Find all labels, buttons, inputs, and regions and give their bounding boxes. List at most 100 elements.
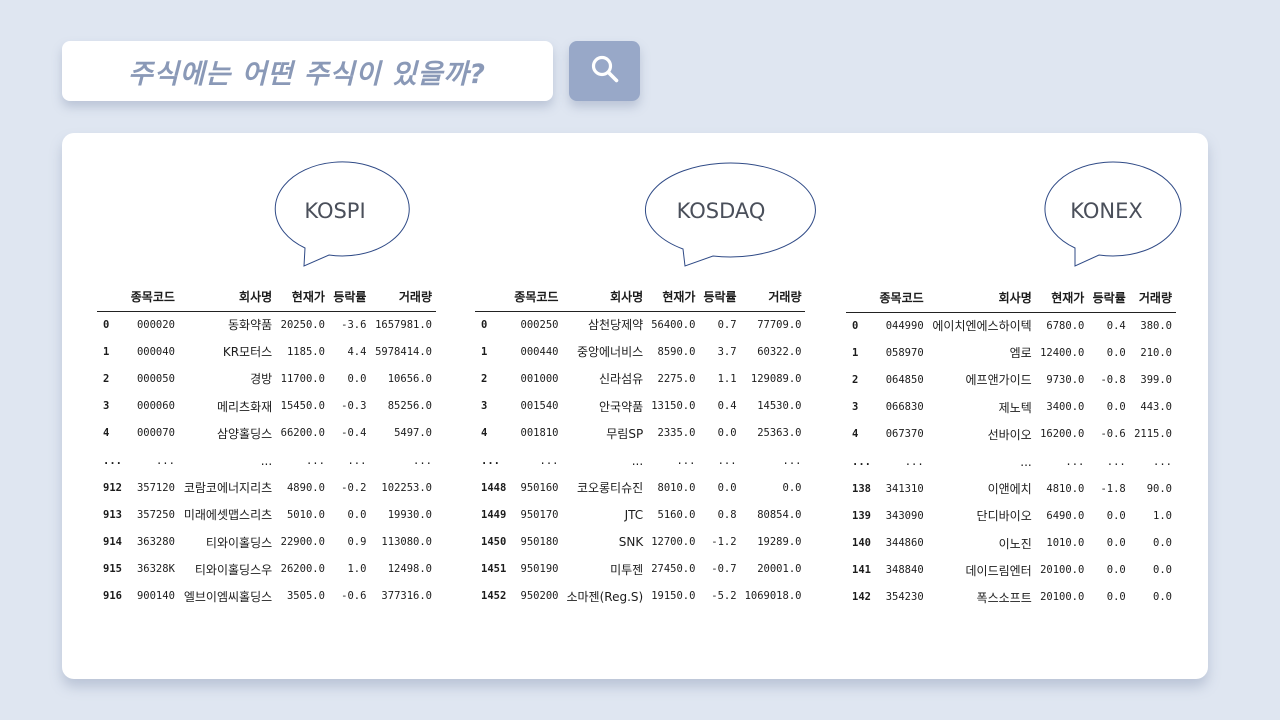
column-header: 현재가 [1035, 284, 1089, 313]
table-cell: 2335.0 [657, 427, 696, 440]
table-cell: 067370 [885, 428, 924, 441]
table-cell: 0.0 [717, 427, 737, 440]
row-index: 0 [103, 318, 110, 331]
table-cell: 6780.0 [1046, 319, 1085, 332]
column-header: 회사명 [927, 284, 1036, 313]
table-row: .................. [846, 448, 1176, 475]
table-cell: 1.0 [1153, 509, 1172, 522]
table-cell: 066830 [885, 401, 924, 414]
row-index: ... [103, 454, 122, 467]
speech-bubble-kospi: KOSPI [267, 161, 410, 267]
table-cell: 14530.0 [757, 400, 802, 413]
table-cell: 363280 [136, 536, 175, 549]
company-name-cell: 티와이홀딩스 [205, 535, 273, 550]
table-cell: 129089.0 [750, 372, 802, 385]
market-label-konex: KONEX [1070, 199, 1143, 223]
market-label-kospi: KOSPI [304, 199, 366, 223]
column-header: 종목코드 [510, 283, 563, 312]
row-index: 1451 [481, 563, 507, 576]
company-name-cell: 중앙에너비스 [576, 345, 644, 360]
table-cell: 000250 [520, 318, 559, 331]
table-cell: -0.4 [341, 427, 367, 440]
table-cell: 80854.0 [757, 508, 802, 521]
table-cell: 1069018.0 [744, 590, 802, 603]
table-cell: -0.7 [711, 563, 737, 576]
table-cell: 9730.0 [1046, 373, 1085, 386]
speech-bubble-konex: KONEX [1037, 161, 1182, 267]
table-cell: 950190 [520, 563, 559, 576]
table-cell: 380.0 [1140, 319, 1172, 332]
table-cell: 0.9 [347, 536, 367, 549]
table-cell: 19289.0 [757, 536, 802, 549]
table-cell: ... [1065, 455, 1085, 468]
table-cell: 36328K [136, 563, 175, 576]
table-cell: -0.8 [1100, 373, 1126, 386]
table-cell: -0.2 [341, 481, 367, 494]
column-header: 거래량 [370, 283, 436, 312]
table-cell: ... [904, 455, 924, 468]
row-index: 0 [852, 319, 859, 332]
table-cell: 0.0 [1106, 401, 1126, 414]
table-cell: 10656.0 [387, 372, 432, 385]
company-name-cell: 이노진 [998, 536, 1032, 551]
column-header: 현재가 [647, 283, 700, 312]
row-index: 142 [852, 591, 871, 604]
column-header: 등락률 [1088, 284, 1130, 313]
company-name-cell: 경방 [250, 372, 273, 387]
table-cell: 1010.0 [1046, 537, 1085, 550]
search-bar[interactable]: 주식에는 어떤 주식이 있을까? [62, 41, 553, 101]
column-header: 회사명 [562, 283, 648, 312]
column-header [97, 283, 127, 312]
table-cell: 1185.0 [286, 345, 325, 358]
table-cell: 20100.0 [1040, 564, 1085, 577]
table-cell: 13150.0 [651, 400, 696, 413]
company-name-cell: 폭스소프트 [976, 590, 1032, 605]
row-index: 1448 [481, 481, 507, 494]
search-button[interactable] [569, 41, 640, 101]
row-index: 912 [103, 481, 122, 494]
table-cell: 22900.0 [280, 536, 325, 549]
row-index: 1 [103, 345, 110, 358]
row-index: 141 [852, 564, 871, 577]
table-cell: 20100.0 [1040, 591, 1085, 604]
table-cell: 443.0 [1140, 401, 1172, 414]
table-cell: 0.0 [1106, 564, 1126, 577]
table-cell: 0.0 [347, 372, 367, 385]
table-cell: 0.4 [1106, 319, 1126, 332]
table-row: .................. [475, 447, 805, 474]
search-query-text[interactable]: 주식에는 어떤 주식이 있을까? [128, 58, 486, 90]
column-header: 종목코드 [126, 283, 179, 312]
table-cell: 8590.0 [657, 345, 696, 358]
table-cell: ... [347, 454, 367, 467]
company-name-cell: 코람코에너지리츠 [183, 481, 273, 496]
speech-bubble-kosdaq: KOSDAQ [635, 162, 816, 267]
table-cell: ... [1153, 455, 1172, 468]
table-cell: 16200.0 [1040, 428, 1085, 441]
row-index: 4 [103, 427, 110, 440]
table-cell: 0.0 [347, 508, 367, 521]
table-cell: 000020 [136, 318, 175, 331]
row-index: 2 [103, 372, 110, 385]
table-cell: ... [782, 454, 802, 467]
table-cell: 26200.0 [280, 563, 325, 576]
table-cell: 377316.0 [381, 590, 432, 603]
table-cell: 3400.0 [1046, 401, 1085, 414]
